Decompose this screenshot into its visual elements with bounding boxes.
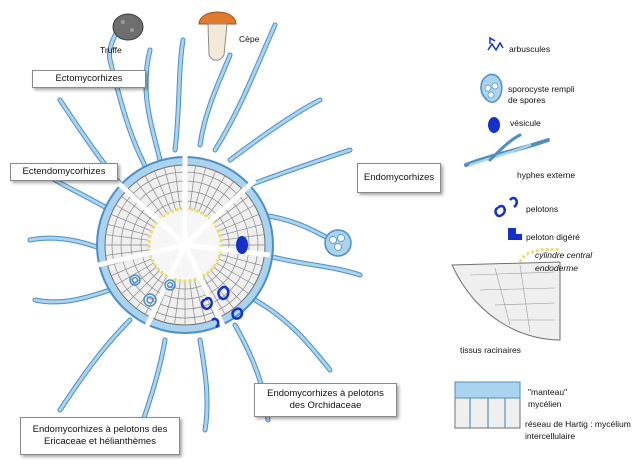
cell-wall bbox=[216, 262, 255, 286]
cell-wall bbox=[163, 279, 177, 323]
legend-sporocyst-icon bbox=[480, 73, 503, 103]
cell-wall bbox=[163, 167, 177, 211]
truffle-icon bbox=[112, 13, 144, 41]
cep-label: Cèpe bbox=[239, 34, 260, 44]
legend-arbuscules-icon bbox=[487, 36, 504, 52]
legend-sporocyst-label-2: de spores bbox=[508, 95, 546, 105]
vesicle-in-root bbox=[236, 236, 248, 254]
cell-wall bbox=[219, 223, 263, 237]
orchid-pelotons bbox=[200, 285, 244, 329]
box-ectomycorhizes: Ectomycorhizes bbox=[32, 70, 146, 88]
cell-wall bbox=[121, 266, 157, 294]
box-orchid-endomycorhizes: Endomycorhizes à pelotons des Orchidacea… bbox=[254, 383, 397, 417]
legend-root-sector-icon bbox=[451, 247, 561, 341]
legend-hyphae-label: hyphes externe bbox=[517, 170, 576, 180]
cell-wall bbox=[144, 175, 168, 214]
cell-wall bbox=[110, 214, 152, 232]
cell-wall bbox=[189, 165, 196, 210]
legend-vesicle-label: vésicule bbox=[510, 118, 541, 128]
cell-wall bbox=[213, 266, 249, 294]
cell-wall bbox=[198, 170, 216, 212]
orchid-line-2: des Orchidaceae bbox=[289, 400, 362, 411]
legend-mantle-label-1: "manteau" bbox=[528, 387, 568, 397]
legend-hartig-label-1: réseau de Hartig : mycélium bbox=[525, 419, 631, 429]
cell-wall bbox=[174, 165, 181, 210]
box-endomycorhizes: Endomycorhizes bbox=[357, 163, 441, 193]
legend-digested-peloton-icon bbox=[508, 228, 522, 240]
box-ericoid-endomycorhizes: Endomycorhizes à pelotons des Ericaceae … bbox=[20, 417, 180, 455]
legend-hyphae-icon bbox=[464, 133, 550, 167]
cell-wall bbox=[202, 276, 226, 315]
ericoid-line-2: Ericaceae et hélianthèmes bbox=[44, 436, 156, 447]
cell-wall bbox=[107, 223, 151, 237]
legend-mantle-label-2: mycélien bbox=[528, 399, 562, 409]
cep-mushroom-icon bbox=[198, 11, 237, 61]
cell-wall bbox=[115, 262, 154, 286]
legend-peloton-digested-label: peloton digéré bbox=[526, 232, 580, 242]
legend-sporocyst-label-1: sporocyste rempli bbox=[508, 84, 575, 94]
cell-wall bbox=[210, 270, 242, 302]
legend-root-tissue-label: tissus racinaires bbox=[460, 345, 521, 355]
cell-wall bbox=[216, 204, 255, 228]
root-cross-section bbox=[96, 155, 274, 334]
cell-wall bbox=[105, 249, 150, 256]
cell-wall bbox=[115, 204, 154, 228]
legend-endoderm-label: endoderme bbox=[535, 263, 579, 273]
legend-mantle-icon bbox=[454, 381, 521, 429]
cell-wall bbox=[174, 280, 181, 325]
cell-wall bbox=[144, 276, 168, 315]
cell-wall bbox=[213, 196, 249, 224]
legend-arbuscules-label: arbuscules bbox=[509, 44, 551, 54]
legend-vesicle-icon bbox=[488, 117, 500, 133]
legend-pelotons-icon bbox=[494, 196, 518, 218]
ericoid-line-1: Endomycorhizes à pelotons des bbox=[32, 424, 168, 435]
sporocyst-on-hypha bbox=[324, 229, 352, 257]
cell-wall bbox=[136, 273, 164, 309]
legend-hartig-label-2: intercellulaire bbox=[525, 431, 576, 441]
cell-wall bbox=[136, 181, 164, 217]
cell-wall bbox=[105, 234, 150, 241]
external-hyphae bbox=[27, 22, 363, 433]
cell-wall bbox=[110, 258, 152, 276]
cell-wall bbox=[128, 270, 160, 302]
orchid-line-1: Endomycorhizes à pelotons bbox=[267, 388, 384, 399]
cell-wall bbox=[218, 258, 260, 276]
legend-pelotons-label: pelotons bbox=[526, 204, 559, 214]
cell-wall bbox=[121, 196, 157, 224]
box-ectendomycorhizes: Ectendomycorhizes bbox=[10, 163, 118, 181]
cell-wall bbox=[189, 280, 196, 325]
cell-wall bbox=[206, 181, 234, 217]
cell-wall bbox=[154, 170, 172, 212]
legend-central-cylinder-label: cylindre central bbox=[535, 250, 593, 260]
cell-wall bbox=[218, 214, 260, 232]
cell-wall bbox=[219, 253, 263, 267]
cell-wall bbox=[193, 279, 207, 323]
truffle-label: Truffe bbox=[100, 45, 122, 55]
cell-wall bbox=[193, 167, 207, 211]
ericoid-coils bbox=[129, 274, 176, 307]
cell-wall bbox=[202, 175, 226, 214]
